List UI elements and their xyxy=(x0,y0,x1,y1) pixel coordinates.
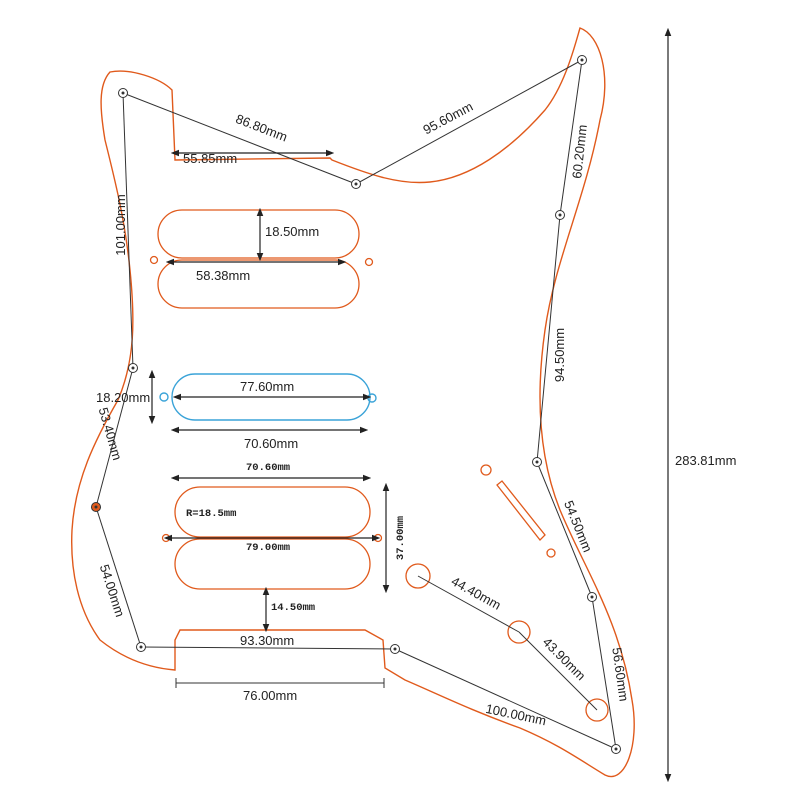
dim-101-00: 101.00mm xyxy=(113,194,128,255)
dim-77-60: 77.60mm xyxy=(240,379,294,394)
dim-100-00: 100.00mm xyxy=(484,701,547,728)
dim-14-50: 14.50mm xyxy=(271,602,315,614)
dim-94-50: 94.50mm xyxy=(552,328,567,382)
screw-hole xyxy=(159,392,169,402)
dim-43-90: 43.90mm xyxy=(540,634,589,683)
dim-76-00: 76.00mm xyxy=(243,688,297,703)
dim-37-00: 37.00mm xyxy=(395,516,407,560)
dim-44-40: 44.40mm xyxy=(449,573,504,612)
volume-pot-hole xyxy=(405,563,431,589)
tone-pot-hole xyxy=(507,620,531,644)
screw-hole xyxy=(367,393,377,403)
switch-slot xyxy=(496,480,546,541)
dim-95-60: 95.60mm xyxy=(420,99,475,138)
dim-55-85: 55.85mm xyxy=(183,151,237,166)
dim-70-60-upper: 70.60mm xyxy=(244,436,298,451)
dim-18-50: 18.50mm xyxy=(265,224,319,239)
middle-single-coil-cutout xyxy=(171,373,371,421)
neck-humbucker-cutout xyxy=(157,209,360,309)
dim-93-30: 93.30mm xyxy=(240,633,294,648)
mounting-holes xyxy=(91,55,621,754)
pickguard-outline xyxy=(71,27,635,778)
radius-18-5: R=18.5mm xyxy=(186,508,236,520)
dim-79-00: 79.00mm xyxy=(246,542,290,554)
tone-pot-hole-2 xyxy=(585,698,609,722)
screw-hole xyxy=(546,548,556,558)
dim-56-60: 56.60mm xyxy=(609,646,631,702)
screw-hole xyxy=(364,257,374,267)
dim-70-60-lower: 70.60mm xyxy=(246,462,290,474)
dim-60-20: 60.20mm xyxy=(569,124,590,179)
dim-58-38: 58.38mm xyxy=(196,268,250,283)
screw-hole xyxy=(149,255,159,265)
dim-283-81: 283.81mm xyxy=(675,453,736,468)
dim-54-50: 54.50mm xyxy=(561,498,595,554)
screw-hole xyxy=(480,464,492,476)
dim-18-20: 18.20mm xyxy=(96,390,150,405)
